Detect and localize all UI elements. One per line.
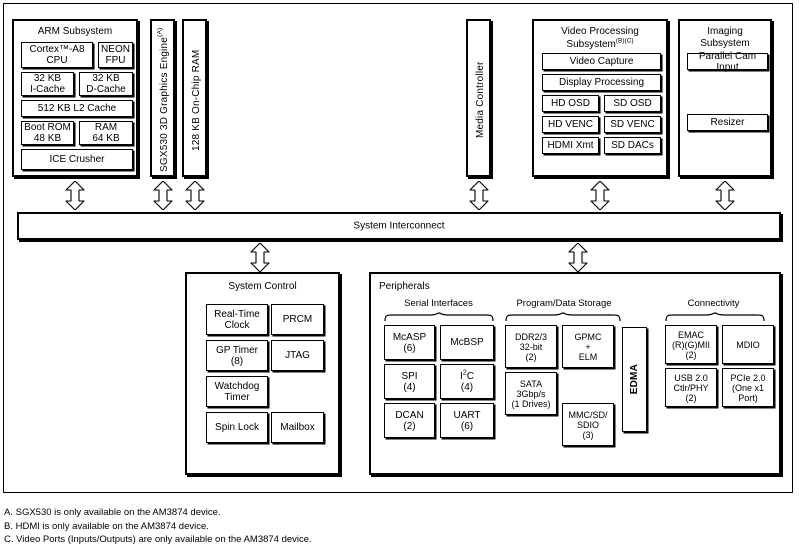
arrow-imaging-to-interconnect [713,181,737,210]
brace-serial-interfaces [384,312,494,322]
imaging-subsystem-title-line1: Imaging [707,26,743,37]
block-ddr2-3[interactable]: DDR2/3 32-bit (2) [505,325,557,368]
arrow-sgx530-to-interconnect [151,181,175,210]
brace-program-data-storage [505,312,621,322]
arrow-media-controller-to-interconnect [467,181,491,210]
arrow-interconnect-to-peripherals [566,243,590,272]
block-hd-osd[interactable]: HD OSD [542,95,599,112]
block-resizer[interactable]: Resizer [687,114,768,131]
block-hd-venc[interactable]: HD VENC [542,116,599,133]
block-system-control[interactable]: System Control Real-Time Clock PRCM GP T… [185,272,340,475]
brace-connectivity [665,312,765,322]
block-parallel-cam-input[interactable]: Parallel Cam Input [687,51,768,73]
block-display-processing[interactable]: Display Processing [542,74,661,91]
footnotes: A. SGX530 is only available on the AM387… [4,506,604,547]
footnote-b: B. HDMI is only available on the AM3874 … [4,520,209,532]
block-sd-osd[interactable]: SD OSD [604,95,661,112]
onchip-ram-label: 128 KB On-Chip RAM [191,49,202,151]
block-d-cache[interactable]: 32 KB D-Cache [79,72,133,96]
block-boot-rom[interactable]: Boot ROM 48 KB [21,121,74,145]
block-mailbox[interactable]: Mailbox [271,412,324,443]
footnote-c: C. Video Ports (Inputs/Outputs) are only… [4,534,312,546]
footnote-a: A. SGX530 is only available on the AM387… [4,507,221,518]
block-usb-2-0[interactable]: USB 2.0 Ctlr/PHY (2) [665,368,717,407]
arrow-arm-to-interconnect [63,181,87,210]
edma-label: EDMA [629,364,640,395]
imaging-subsystem-title-line2: Subsystem [700,38,750,49]
arrow-interconnect-to-system-control [248,243,272,272]
block-peripherals[interactable]: Peripherals Serial Interfaces Program/Da… [369,272,781,475]
arrow-video-processing-to-interconnect [588,181,612,210]
block-system-interconnect[interactable]: System Interconnect [17,212,781,240]
block-i2c[interactable]: I2C(4) [440,364,494,399]
video-processing-title-line2: Subsystem(B)(C) [566,37,634,50]
block-gpmc-elm[interactable]: GPMC + ELM [562,325,614,368]
block-l2-cache[interactable]: 512 KB L2 Cache [21,100,133,117]
system-interconnect-label: System Interconnect [353,220,445,232]
block-ram-64kb[interactable]: RAM 64 KB [79,121,133,145]
block-sata[interactable]: SATA 3Gbp/s (1 Drives) [505,372,557,415]
video-processing-footnote-marker: (B)(C) [615,37,634,45]
group-label-connectivity: Connectivity [687,298,740,309]
video-processing-title-line1: Video Processing [561,26,639,37]
block-sd-venc[interactable]: SD VENC [604,116,661,133]
block-uart[interactable]: UART (6) [440,403,494,438]
peripherals-title: Peripherals [379,281,430,292]
sgx530-footnote-marker: (A) [156,27,164,38]
block-edma[interactable]: EDMA [622,327,647,432]
block-mmc-sd-sdio[interactable]: MMC/SD/ SDIO (3) [562,403,614,446]
block-i2c-label: I2C(4) [460,369,474,393]
block-neon-fpu[interactable]: NEON FPU [98,42,133,68]
block-gp-timer[interactable]: GP Timer (8) [206,340,268,371]
block-mdio[interactable]: MDIO [722,325,774,364]
sgx530-label: SGX530 3D Graphics Engine(A) [156,27,170,173]
block-i-cache[interactable]: 32 KB I-Cache [21,72,74,96]
group-label-serial-interfaces: Serial Interfaces [404,298,473,309]
block-mcasp[interactable]: McASP (6) [384,325,435,360]
block-imaging-subsystem[interactable]: Imaging Subsystem Parallel Cam Input Res… [678,19,772,177]
block-spi[interactable]: SPI (4) [384,364,435,399]
block-watchdog-timer[interactable]: Watchdog Timer [206,376,268,407]
block-hdmi-xmt[interactable]: HDMI Xmt [542,137,599,154]
arrow-onchip-ram-to-interconnect [183,181,207,210]
arm-subsystem-title: ARM Subsystem [37,26,113,37]
block-emac[interactable]: EMAC (R)(G)MII (2) [665,325,717,364]
block-prcm[interactable]: PRCM [271,304,324,335]
block-dcan[interactable]: DCAN (2) [384,403,435,438]
block-onchip-ram[interactable]: 128 KB On-Chip RAM [182,19,207,177]
block-video-capture[interactable]: Video Capture [542,53,661,70]
block-media-controller[interactable]: Media Controller [466,19,491,177]
block-sgx530-graphics-engine[interactable]: SGX530 3D Graphics Engine(A) [150,19,175,177]
block-cortex-a8-cpu[interactable]: Cortex™-A8 CPU [21,42,93,68]
block-mcbsp[interactable]: McBSP [440,325,494,360]
block-pcie-2-0[interactable]: PCIe 2.0 (One x1 Port) [722,368,774,407]
block-real-time-clock[interactable]: Real-Time Clock [206,304,268,335]
block-video-processing-subsystem[interactable]: Video Processing Subsystem(B)(C) Video C… [532,19,668,177]
system-control-title: System Control [228,281,297,292]
block-jtag[interactable]: JTAG [271,340,324,371]
block-arm-subsystem[interactable]: ARM Subsystem Cortex™-A8 CPU NEON FPU 32… [12,19,138,177]
group-label-program-data-storage: Program/Data Storage [516,298,612,309]
media-controller-label: Media Controller [475,61,486,139]
block-ice-crusher[interactable]: ICE Crusher [21,149,133,170]
block-spin-lock[interactable]: Spin Lock [206,412,268,443]
block-sd-dacs[interactable]: SD DACs [604,137,661,154]
